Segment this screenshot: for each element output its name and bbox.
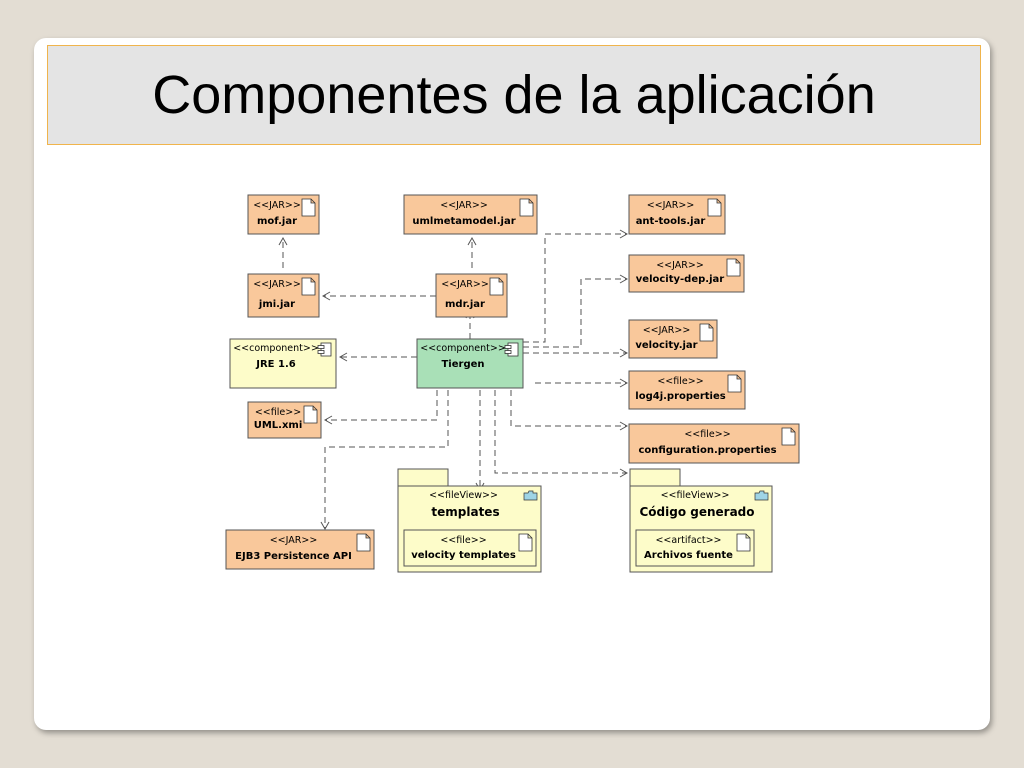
node-stereotype: <<JAR>> [656,260,704,271]
document-icon [727,374,742,393]
node-umlmeta: <<JAR>> umlmetamodel.jar [403,194,538,235]
node-umlxmi: <<file>> UML.xmi [247,401,322,439]
document-icon [519,198,534,217]
title-bar: Componentes de la aplicación [47,45,981,145]
document-icon [303,405,318,424]
document-icon [301,198,316,217]
node-stereotype: <<artifact>> [655,535,721,546]
node-name: log4j.properties [635,391,725,402]
node-name: Archivos fuente [644,550,733,561]
node-stereotype: <<JAR>> [253,200,301,211]
node-name: umlmetamodel.jar [412,216,515,227]
edge-tiergen-to-ejb3 [320,390,449,531]
node-box [225,529,375,570]
edge-tiergen-to-ant [523,229,629,343]
document-icon [781,427,796,446]
node-name: jmi.jar [258,299,295,310]
document-icon [726,258,741,277]
package-tab [629,468,681,487]
document-icon [301,277,316,296]
edge-tiergen-to-config [510,390,629,431]
node-ejb3: <<JAR>> EJB3 Persistence API [225,529,375,570]
node-stereotype: <<component>> [420,343,506,354]
node-box [403,529,537,567]
node-stereotype: <<JAR>> [643,325,691,336]
node-tiergen: <<component>> Tiergen [416,338,524,389]
node-stereotype: <<file>> [255,407,301,418]
node-stereotype: <<JAR>> [253,279,301,290]
node-velocity: <<JAR>> velocity.jar [628,319,718,359]
slide-title: Componentes de la aplicación [152,65,876,125]
package-name: templates [431,505,499,519]
diagram-nodes: <<JAR>>mof.jar<<JAR>>umlmetamodel.jar<<J… [225,194,800,573]
node-name: configuration.properties [638,445,776,456]
node-jmi: <<JAR>> jmi.jar [247,273,320,318]
edge-tiergen-to-xmi [323,390,438,425]
node-anttools: <<JAR>> ant-tools.jar [628,194,726,235]
node-box [403,194,538,235]
node-name: UML.xmi [254,420,303,431]
node-stereotype: <<file>> [440,535,486,546]
package-stereotype: <<fileView>> [429,490,498,501]
node-log4j: <<file>> log4j.properties [628,370,746,410]
node-jre: <<component>> JRE 1.6 [229,338,337,389]
node-name: ant-tools.jar [636,216,706,227]
folder-icon [523,490,538,501]
node-veltpl: <<file>> velocity templates [403,529,537,567]
node-name: Tiergen [441,359,484,370]
package-codigo: <<fileView>> Código generado <<artifact>> A… [629,468,773,573]
node-archivos: <<artifact>> Archivos fuente [635,529,755,567]
document-icon [699,323,714,342]
node-stereotype: <<component>> [233,343,319,354]
document-icon [518,533,533,552]
edge-tiergen-to-codigo [494,390,629,478]
node-veldep: <<JAR>> velocity-dep.jar [628,254,745,293]
node-stereotype: <<file>> [657,376,703,387]
node-mof: <<JAR>> mof.jar [247,194,320,235]
node-stereotype: <<file>> [684,429,730,440]
node-box [628,370,746,410]
node-stereotype: <<JAR>> [647,200,695,211]
node-box [628,423,800,464]
document-icon [707,198,722,217]
folder-icon [754,490,769,501]
node-stereotype: <<JAR>> [440,200,488,211]
package-tab [397,468,449,487]
edge-tiergen-to-veldep [523,274,629,348]
component-icon [507,342,519,357]
node-box [635,529,755,567]
node-name: mof.jar [257,216,297,227]
package-name: Código generado [639,505,754,519]
node-name: mdr.jar [445,299,485,310]
node-name: velocity.jar [635,340,697,351]
node-name: JRE 1.6 [255,359,295,370]
node-stereotype: <<JAR>> [441,279,489,290]
node-mdr: <<JAR>> mdr.jar [435,273,508,318]
node-box [628,254,745,293]
package-templates: <<fileView>> templates <<file>> velocity te… [397,468,542,573]
document-icon [489,277,504,296]
node-stereotype: <<JAR>> [270,535,318,546]
component-icon [320,342,332,357]
package-stereotype: <<fileView>> [661,490,730,501]
node-config: <<file>> configuration.properties [628,423,800,464]
node-name: velocity templates [411,550,516,561]
node-name: EJB3 Persistence API [235,551,352,562]
document-icon [356,533,371,552]
document-icon [736,533,751,552]
node-name: velocity-dep.jar [636,274,724,285]
